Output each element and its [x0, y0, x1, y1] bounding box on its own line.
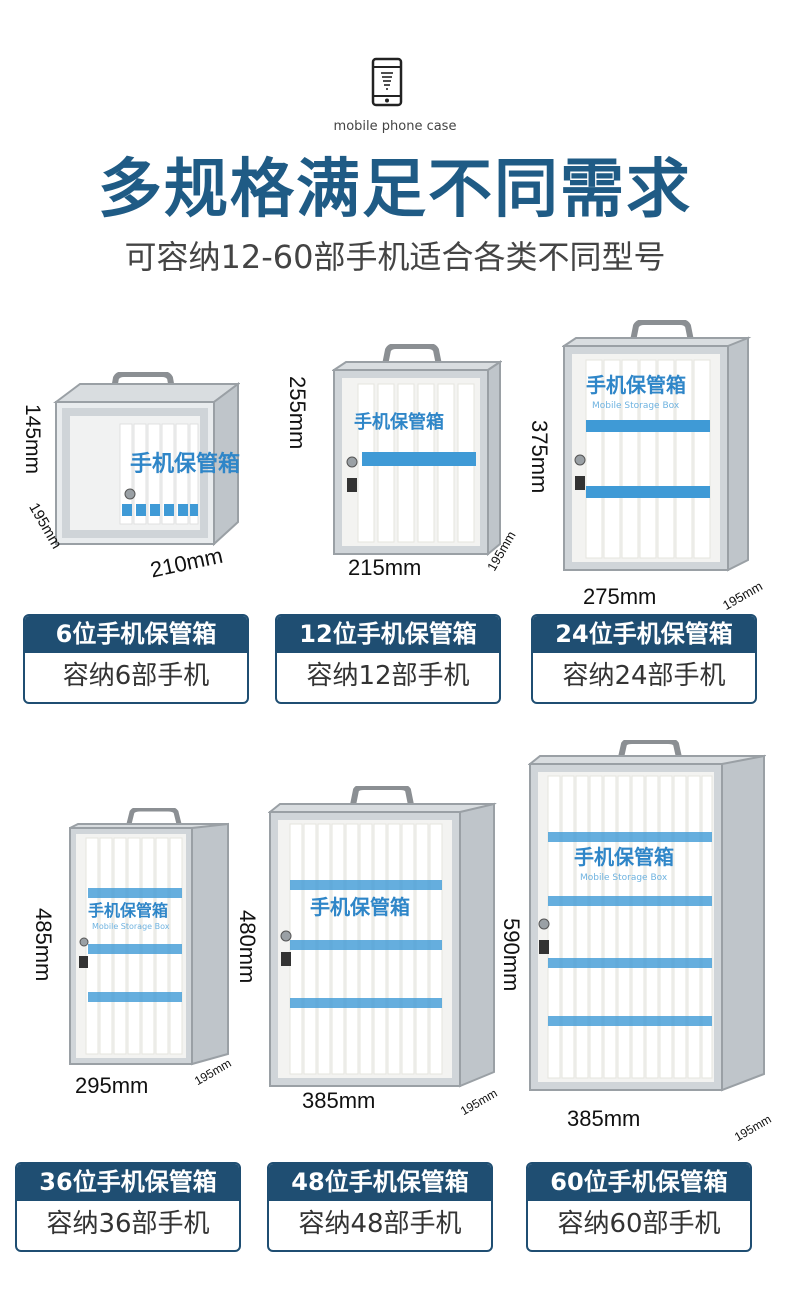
card-capacity-6: 容纳6部手机	[62, 661, 210, 691]
page-title: 多规格满足不同需求	[98, 153, 692, 227]
box-label-12: 手机保管箱	[354, 411, 444, 433]
mini-label: mobile phone case	[333, 119, 457, 134]
product-card-6[interactable]: 6位手机保管箱 容纳6部手机	[23, 614, 249, 704]
card-capacity-48: 容纳48部手机	[298, 1209, 462, 1239]
box-label-60: 手机保管箱	[574, 845, 674, 869]
card-capacity-60: 容纳60部手机	[557, 1209, 721, 1239]
card-capacity-12: 容纳12部手机	[306, 661, 470, 691]
box-label-48: 手机保管箱	[310, 895, 410, 919]
dim-height-36: 485mm	[31, 908, 56, 982]
dim-width-24: 275mm	[583, 584, 657, 609]
box-label-en-36: Mobile Storage Box	[92, 922, 170, 931]
product-image-60: 手机保管箱 Mobile Storage Box	[528, 740, 766, 1096]
product-card-24[interactable]: 24位手机保管箱 容纳24部手机	[531, 614, 757, 704]
card-title-60: 60位手机保管箱	[528, 1164, 750, 1201]
product-card-36[interactable]: 36位手机保管箱 容纳36部手机	[15, 1162, 241, 1252]
product-card-48[interactable]: 48位手机保管箱 容纳48部手机	[267, 1162, 493, 1252]
dim-width-12: 215mm	[348, 555, 422, 580]
card-title-48: 48位手机保管箱	[269, 1164, 491, 1201]
card-capacity-24: 容纳24部手机	[562, 661, 726, 691]
box-label-24: 手机保管箱	[586, 373, 686, 397]
card-title-6: 6位手机保管箱	[25, 616, 247, 653]
box-label-en-60: Mobile Storage Box	[580, 873, 668, 883]
page-subtitle: 可容纳12-60部手机适合各类不同型号	[124, 238, 666, 276]
dim-width-48: 385mm	[302, 1088, 376, 1113]
card-capacity-36: 容纳36部手机	[46, 1209, 210, 1239]
dim-width-60: 385mm	[567, 1106, 641, 1131]
box-label-36: 手机保管箱	[88, 901, 168, 920]
dim-height-60: 590mm	[499, 918, 524, 992]
product-image-24: 手机保管箱 Mobile Storage Box	[562, 320, 752, 572]
product-card-12[interactable]: 12位手机保管箱 容纳12部手机	[275, 614, 501, 704]
card-title-36: 36位手机保管箱	[17, 1164, 239, 1201]
card-title-12: 12位手机保管箱	[277, 616, 499, 653]
box-label-en-24: Mobile Storage Box	[592, 401, 680, 411]
dim-height-12: 255mm	[285, 376, 310, 450]
dim-width-36: 295mm	[75, 1073, 149, 1098]
mobile-phone-icon	[371, 57, 403, 107]
product-image-12: 手机保管箱	[332, 344, 502, 556]
box-label-6: 手机保管箱	[130, 451, 240, 477]
dim-depth-60: 195mm	[732, 1111, 774, 1145]
product-image-36: 手机保管箱 Mobile Storage Box	[68, 808, 232, 1066]
card-title-24: 24位手机保管箱	[533, 616, 755, 653]
dim-height-6: 145mm	[21, 404, 44, 475]
product-image-6: 手机保管箱	[50, 372, 240, 562]
dim-height-48: 480mm	[235, 910, 260, 984]
dim-height-24: 375mm	[527, 420, 552, 494]
product-card-60[interactable]: 60位手机保管箱 容纳60部手机	[526, 1162, 752, 1252]
dim-depth-24: 195mm	[720, 578, 766, 613]
product-image-48: 手机保管箱	[268, 786, 508, 1098]
